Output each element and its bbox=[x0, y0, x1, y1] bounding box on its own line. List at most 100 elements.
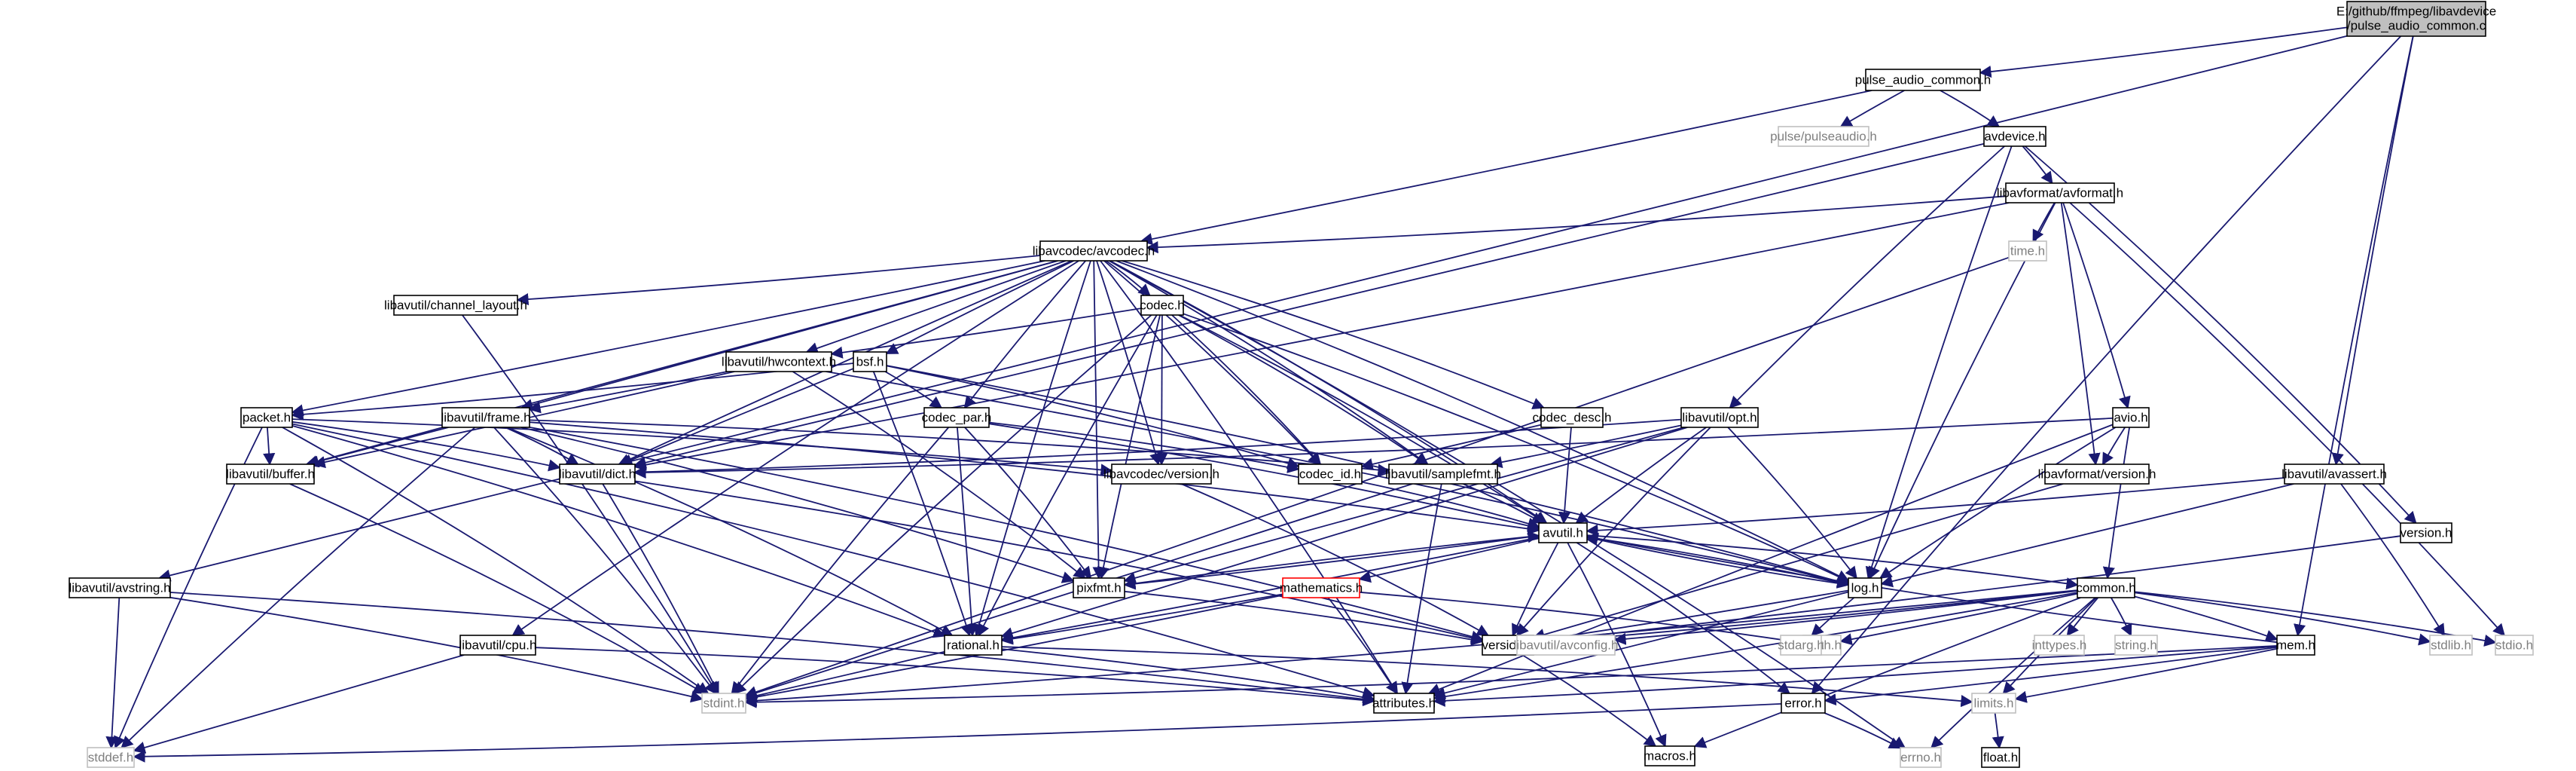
node-codec-h[interactable]: codec.h bbox=[1140, 295, 1185, 316]
edge-pulse-audio-common-h-to-avcodec-h bbox=[1140, 90, 1872, 246]
node-log-h[interactable]: log.h bbox=[1848, 577, 1882, 598]
node-box bbox=[2008, 240, 2047, 262]
edge-avio-h-to-dict-h bbox=[633, 418, 2114, 479]
edge-codec-par-h-to-codec-id-h bbox=[988, 421, 1300, 473]
edge-bsf-h-to-log-h bbox=[886, 365, 1850, 587]
node-label: pulse_audio_common.h bbox=[1855, 72, 1992, 87]
node-label: pixfmt.h bbox=[1076, 580, 1122, 595]
node-pulse-audio-common-h[interactable]: pulse_audio_common.h bbox=[1855, 69, 1992, 91]
node-box bbox=[1865, 69, 1981, 91]
node-codec-id-h[interactable]: codec_id.h bbox=[1298, 464, 1363, 485]
edge-mem-h-to-stdint-h bbox=[744, 645, 2278, 708]
edge-avcodec-h-to-codec-id-h bbox=[1103, 260, 1321, 466]
edge-bsf-h-to-codec-id-h bbox=[886, 365, 1300, 470]
node-macros-h[interactable]: macros.h bbox=[1644, 745, 1696, 766]
node-pixfmt-h[interactable]: pixfmt.h bbox=[1073, 577, 1125, 598]
node-label: inttypes.h bbox=[2032, 638, 2087, 652]
edge-opt-h-to-samplefmt-h bbox=[1490, 424, 1682, 469]
edge-buffer-h-to-stdint-h bbox=[289, 483, 706, 694]
node-box bbox=[1388, 464, 1498, 485]
node-codec-desc-h[interactable]: codec_desc.h bbox=[1533, 407, 1612, 428]
edge-avdevice-h-to-log-h bbox=[1865, 145, 2013, 580]
node-mathematics-h[interactable]: mathematics.h bbox=[1280, 577, 1363, 598]
node-box bbox=[1039, 240, 1148, 262]
node-error-h[interactable]: error.h bbox=[1781, 693, 1826, 714]
node-box bbox=[1516, 635, 1616, 656]
node-label: codec_par.h bbox=[922, 410, 992, 424]
node-stdio-h: stdio.h bbox=[2495, 635, 2534, 656]
edge-avcodec-h-to-bsf-h bbox=[885, 260, 1075, 354]
node-box bbox=[1680, 407, 1759, 428]
node-stdint-h: stdint.h bbox=[701, 693, 746, 714]
node-cpu-h[interactable]: libavutil/cpu.h bbox=[459, 635, 537, 656]
edge-avformat-h-to-avcodec-h bbox=[1146, 195, 2007, 254]
edge-codec-h-to-codec-id-h bbox=[1171, 314, 1322, 466]
node-avutil-h[interactable]: avutil.h bbox=[1538, 522, 1588, 543]
node-errno-h: errno.h bbox=[1900, 747, 1942, 768]
node-box bbox=[1373, 693, 1435, 714]
node-attributes-h[interactable]: attributes.h bbox=[1372, 693, 1436, 714]
edge-hwcontext-h-to-frame-h bbox=[528, 371, 728, 414]
node-packet-h[interactable]: packet.h bbox=[240, 407, 293, 428]
node-label: common.h bbox=[2076, 580, 2135, 595]
node-stdarg-h: stdarg.h bbox=[1778, 635, 1824, 656]
node-label: libavformat/avformat.h bbox=[1997, 185, 2123, 200]
edge-avdevice-h-to-opt-h bbox=[1729, 145, 2005, 409]
node-lavc-version-h[interactable]: libavcodec/version.h bbox=[1103, 464, 1219, 485]
node-float-h[interactable]: float.h bbox=[1981, 747, 2020, 768]
node-label: errno.h bbox=[1900, 750, 1941, 764]
node-dict-h[interactable]: libavutil/dict.h bbox=[559, 464, 636, 485]
edge-avcodec-h-to-samplefmt-h bbox=[1108, 260, 1429, 465]
node-mem-h[interactable]: mem.h bbox=[2276, 635, 2315, 656]
node-rational-h[interactable]: rational.h bbox=[944, 635, 1003, 656]
edge-bsf-h-to-rational-h bbox=[872, 371, 972, 637]
node-box bbox=[2276, 635, 2315, 656]
edge-avformat-h-to-time-h bbox=[2032, 202, 2056, 243]
edge-mem-h-to-attributes-h bbox=[1433, 645, 2278, 707]
node-opt-h[interactable]: libavutil/opt.h bbox=[1680, 407, 1759, 428]
node-buffer-h[interactable]: libavutil/buffer.h bbox=[226, 464, 315, 485]
node-box bbox=[2077, 577, 2135, 598]
edge-avassert-h-to-stdlib-h bbox=[2340, 483, 2445, 637]
edge-cpu-h-to-attributes-h bbox=[535, 647, 1375, 707]
node-box bbox=[1111, 464, 1212, 485]
node-frame-h[interactable]: libavutil/frame.h bbox=[441, 407, 531, 428]
edge-frame-h-to-dict-h bbox=[505, 427, 579, 465]
node-avassert-h[interactable]: libavutil/avassert.h bbox=[2281, 464, 2387, 485]
node-label: stdint.h bbox=[704, 696, 745, 710]
node-codec-par-h[interactable]: codec_par.h bbox=[922, 407, 992, 428]
node-label: time.h bbox=[2010, 243, 2045, 258]
node-channel-layout-h[interactable]: libavutil/channel_layout.h bbox=[384, 295, 527, 316]
node-label: libavutil/hwcontext.h bbox=[722, 354, 836, 369]
node-hwcontext-h[interactable]: libavutil/hwcontext.h bbox=[722, 351, 836, 372]
node-label: avutil.h bbox=[1543, 525, 1583, 540]
node-label: codec_desc.h bbox=[1533, 410, 1612, 424]
node-lavf-version-h[interactable]: libavformat/version.h bbox=[2038, 464, 2156, 485]
node-version-h-right[interactable]: version.h bbox=[2400, 522, 2452, 543]
node-box bbox=[69, 577, 171, 598]
node-common-h[interactable]: common.h bbox=[2076, 577, 2136, 598]
node-box bbox=[1140, 295, 1184, 316]
edge-packet-h-to-stdint-h bbox=[282, 427, 710, 694]
node-box bbox=[2114, 635, 2158, 656]
node-avio-h[interactable]: avio.h bbox=[2112, 407, 2150, 428]
node-samplefmt-h[interactable]: libavutil/samplefmt.h bbox=[1385, 464, 1501, 485]
node-bsf-h[interactable]: bsf.h bbox=[853, 351, 887, 372]
edge-avformat-h-to-stdio-h bbox=[2069, 202, 2505, 637]
node-avdevice-h[interactable]: avdevice.h bbox=[1983, 126, 2046, 147]
edge-avformat-h-to-avio-h bbox=[2062, 202, 2131, 409]
node-box bbox=[1298, 464, 1363, 485]
edge-bsf-h-to-codec-par-h bbox=[884, 371, 943, 408]
node-avstring-h[interactable]: libavutil/avstring.h bbox=[69, 577, 171, 598]
edge-packet-h-to-attributes-h bbox=[291, 423, 1375, 699]
node-box bbox=[2429, 635, 2473, 656]
node-root[interactable]: E:/github/ffmpeg/libavdevice/pulse_audio… bbox=[2336, 1, 2496, 37]
node-avcodec-h[interactable]: libavcodec/avcodec.h bbox=[1033, 240, 1155, 262]
edge-codec-h-to-avutil-h bbox=[1179, 314, 1547, 524]
edge-frame-h-to-avutil-h bbox=[529, 421, 1540, 535]
node-label: mem.h bbox=[2276, 638, 2315, 652]
node-avformat-h[interactable]: libavformat/avformat.h bbox=[1997, 182, 2123, 203]
node-label: version.h bbox=[2401, 525, 2452, 540]
node-label: mathematics.h bbox=[1280, 580, 1363, 595]
